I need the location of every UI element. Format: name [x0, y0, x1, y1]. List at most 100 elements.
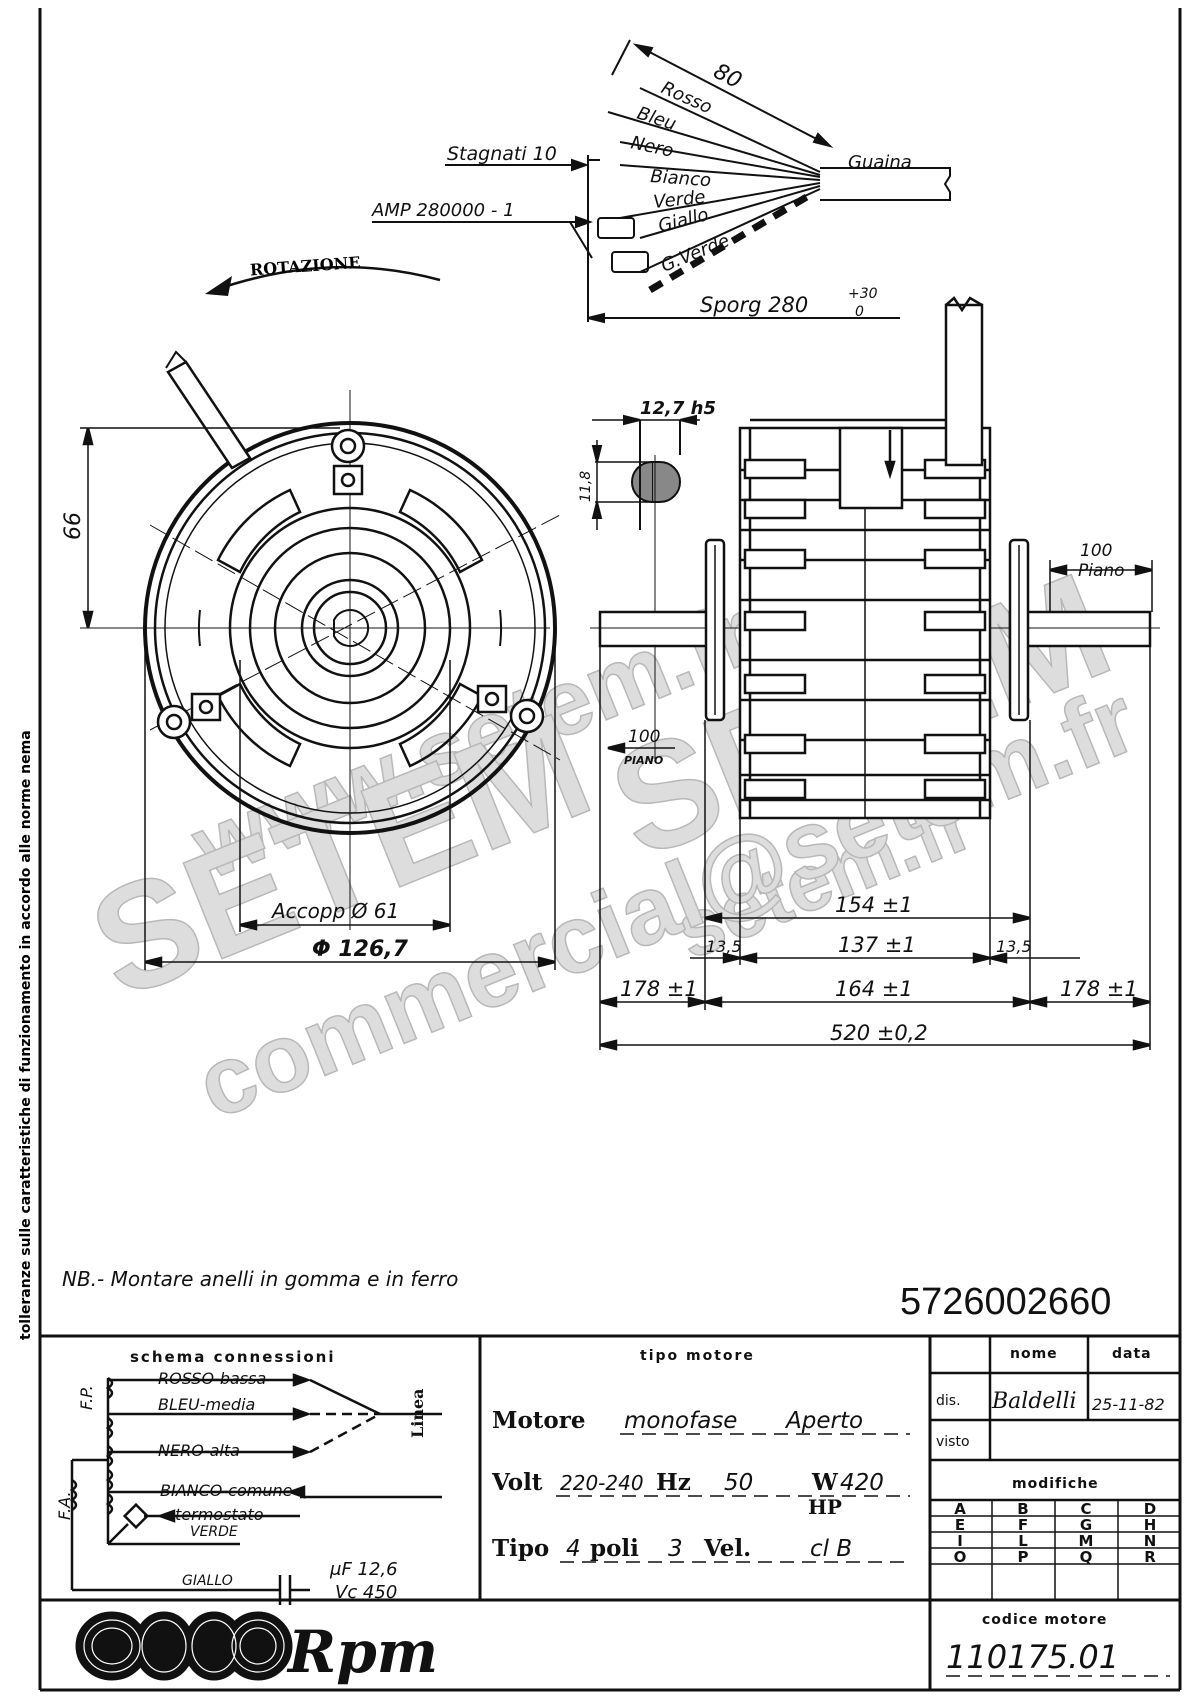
wiring-schema-labels: schema connessioni F.P. F.A. ROSSO-bassa…: [55, 1348, 427, 1603]
rotation-indicator: ROTAZIONE: [205, 253, 441, 296]
capacitor-vc: Vc 450: [335, 1582, 397, 1603]
diameter-label: Φ 126,7: [312, 937, 409, 962]
guaina-label: Guaina: [848, 152, 912, 173]
rev-letter-b: B: [1017, 1500, 1028, 1518]
motor-type-block: tipo motore Motore monofase Aperto Volt …: [491, 1348, 910, 1563]
motor-side-view: [590, 296, 1160, 1051]
schema-fa: F.A.: [55, 1491, 74, 1520]
codice-motore-value: 110175.01: [946, 1638, 1119, 1676]
dim-164-label: 164 ±1: [835, 977, 913, 1001]
piano-left-value: 100: [628, 727, 660, 747]
mounting-lug-right: [476, 684, 545, 734]
codice-motore-label: codice motore: [982, 1612, 1107, 1628]
schema-nero: NERO-alta: [158, 1441, 240, 1460]
rev-letter-h: H: [1144, 1516, 1157, 1534]
rev-letter-r: R: [1144, 1548, 1156, 1566]
wire-length-label: 80: [709, 59, 745, 94]
schema-bleu: BLEU-media: [158, 1395, 255, 1414]
schema-giallo: GIALLO: [182, 1573, 233, 1589]
visto-label: visto: [936, 1434, 970, 1450]
rev-letter-o: O: [954, 1548, 967, 1566]
rev-letter-e: E: [955, 1516, 965, 1534]
insulation-class: cl B: [810, 1536, 852, 1562]
side-note: tolleranze sulle caratteristiche di funz…: [18, 730, 34, 1340]
motor-type-header: tipo motore: [640, 1348, 755, 1364]
mounting-lug-left: [156, 692, 222, 740]
schema-termostato: termostato: [175, 1505, 264, 1524]
volt-label: Volt: [491, 1469, 543, 1496]
schema-rosso: ROSSO-bassa: [158, 1369, 266, 1388]
capacitor-uf: μF 12,6: [329, 1559, 398, 1580]
sporg-tol-upper: +30: [848, 286, 878, 302]
hz-value: 50: [724, 1470, 753, 1496]
wire-bianco-label: Bianco: [650, 166, 712, 191]
schema-fp: F.P.: [77, 1385, 96, 1410]
schema-title: schema connessioni: [130, 1348, 336, 1366]
volt-value: 220-240: [560, 1471, 644, 1495]
amp-label: AMP 280000 - 1: [371, 200, 515, 221]
logo-text: Rpm: [286, 1618, 438, 1686]
vel-label: Vel.: [703, 1535, 751, 1562]
shaft-labels: 12,7 h5 11,8: [578, 398, 716, 502]
mounting-lug-top: [330, 428, 366, 496]
nome-header: nome: [1010, 1346, 1058, 1362]
hp-label: HP: [808, 1495, 842, 1519]
rev-letter-c: C: [1080, 1500, 1091, 1518]
piano-right-label: Piano: [1078, 561, 1125, 581]
motore-phase: monofase: [624, 1408, 737, 1434]
wire-bleu-label: Bleu: [634, 103, 678, 135]
rev-letter-l: L: [1018, 1532, 1028, 1550]
dim-154-label: 154 ±1: [835, 893, 913, 917]
tipo-label: Tipo: [492, 1535, 549, 1562]
wire-gverde-label: G.Verde: [658, 230, 733, 276]
dim-137-label: 137 ±1: [838, 933, 916, 957]
wire-harness: [372, 39, 951, 324]
poli-value: 4: [566, 1536, 581, 1562]
wiring-schema: [69, 1373, 442, 1605]
w-label: W: [811, 1469, 839, 1496]
dim-66-label: 66: [61, 512, 86, 540]
schema-linea: Linea: [408, 1388, 427, 1438]
assembly-note: NB.- Montare anelli in gomma e in ferro: [62, 1267, 458, 1291]
dim-13-5-left-label: 13,5: [706, 937, 742, 956]
wire-labels: 80 Rosso Bleu Nero Bianco Verde Giallo G…: [371, 59, 912, 320]
dim-13-5-right-label: 13,5: [996, 937, 1032, 956]
wire-nero-label: Nero: [629, 132, 675, 161]
schema-verde: VERDE: [190, 1524, 238, 1540]
shaft-width-label: 12,7 h5: [640, 398, 716, 419]
stagnati-label: Stagnati 10: [447, 143, 557, 165]
w-value: 420: [840, 1470, 884, 1496]
rotation-label: ROTAZIONE: [249, 253, 361, 280]
piano-left-label: PIANO: [624, 754, 663, 767]
sheet-border: [38, 8, 1182, 1692]
modifiche-label: modifiche: [1012, 1476, 1099, 1492]
rev-letter-m: M: [1079, 1532, 1094, 1550]
rev-letter-i: I: [957, 1532, 963, 1550]
motor-front-view: [80, 350, 561, 970]
dim-178-right-label: 178 ±1: [1060, 977, 1138, 1001]
approval-grid: [930, 1336, 1180, 1600]
designer-signature: Baldelli: [991, 1389, 1077, 1414]
piano-right-value: 100: [1080, 541, 1112, 561]
rev-letter-n: N: [1144, 1532, 1157, 1550]
rev-letter-p: P: [1018, 1548, 1029, 1566]
design-date: 25-11-82: [1092, 1395, 1165, 1414]
rev-letter-a: A: [954, 1500, 966, 1518]
motore-enclosure: Aperto: [784, 1408, 863, 1434]
data-header: data: [1112, 1346, 1152, 1362]
side-view-labels: 100 Piano 100 PIANO 154 ±1 13,5 137 ±1 1…: [620, 541, 1138, 1045]
dim-520-label: 520 ±0,2: [830, 1021, 928, 1045]
poli-label: poli: [590, 1535, 639, 1562]
sporg-label: Sporg 280: [700, 293, 808, 317]
schema-bianco: BIANCO-comune: [160, 1481, 293, 1500]
accopp-label: Accopp Ø 61: [270, 899, 399, 923]
rev-letter-f: F: [1018, 1516, 1028, 1534]
shaft-section: [591, 414, 700, 760]
dis-label: dis.: [936, 1393, 961, 1409]
vel-value: 3: [668, 1536, 683, 1562]
dim-178-left-label: 178 ±1: [620, 977, 698, 1001]
hz-label: Hz: [656, 1469, 691, 1496]
sporg-tol-lower: 0: [855, 304, 864, 320]
motore-label: Motore: [492, 1407, 586, 1434]
